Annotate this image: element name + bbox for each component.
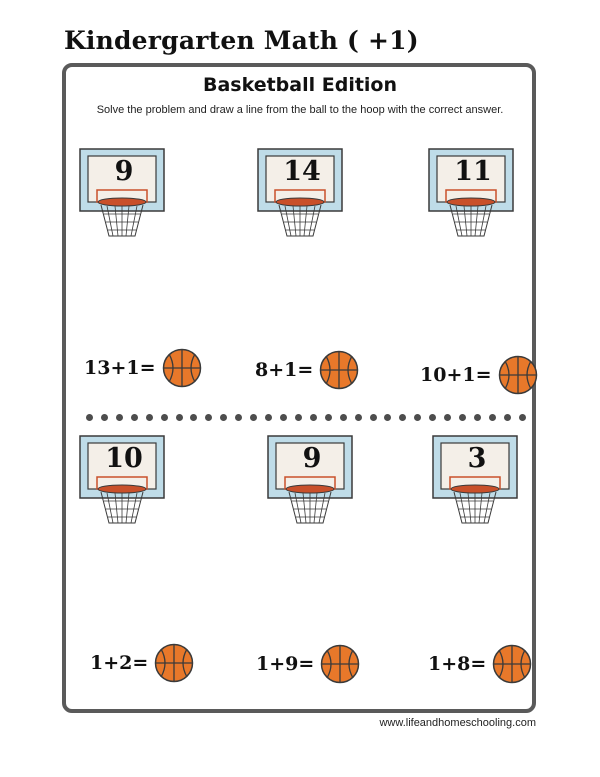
- problem-item[interactable]: 8+1=: [255, 350, 359, 390]
- hoop-graphic: [432, 435, 518, 524]
- basketball-icon[interactable]: [320, 644, 360, 684]
- hoop-graphic: [428, 148, 514, 237]
- problem-equation: 8+1=: [255, 359, 314, 381]
- basketball-icon[interactable]: [319, 350, 359, 390]
- basketball-icon[interactable]: [154, 643, 194, 683]
- problem-equation: 1+2=: [90, 652, 149, 674]
- basketball-icon[interactable]: [162, 348, 202, 388]
- problem-item[interactable]: 1+9=: [256, 644, 360, 684]
- hoop-graphic: [79, 148, 165, 237]
- dotted-divider: [86, 414, 526, 422]
- problem-equation: 10+1=: [420, 364, 492, 386]
- footer-website[interactable]: www.lifeandhomeschooling.com: [379, 717, 536, 729]
- hoop-number: 3: [467, 443, 487, 474]
- worksheet-subtitle: Basketball Edition: [202, 74, 398, 96]
- worksheet-instructions: Solve the problem and draw a line from t…: [96, 104, 504, 116]
- basketball-hoop-icon[interactable]: 3: [432, 435, 522, 530]
- problem-equation: 1+8=: [428, 653, 487, 675]
- hoop-graphic: [79, 435, 165, 524]
- problem-item[interactable]: 1+2=: [90, 643, 194, 683]
- basketball-hoop-icon[interactable]: 14: [257, 148, 347, 243]
- hoop-number: 11: [454, 156, 492, 187]
- hoop-graphic: [257, 148, 343, 237]
- hoop-graphic: [267, 435, 353, 524]
- page-title: Kindergarten Math ( +1): [64, 26, 419, 55]
- problem-item[interactable]: 1+8=: [428, 644, 532, 684]
- basketball-icon[interactable]: [492, 644, 532, 684]
- problem-equation: 13+1=: [84, 357, 156, 379]
- hoop-number: 10: [105, 443, 143, 474]
- worksheet-frame: [62, 63, 536, 713]
- basketball-hoop-icon[interactable]: 11: [428, 148, 518, 243]
- basketball-hoop-icon[interactable]: 10: [79, 435, 169, 530]
- hoop-number: 9: [114, 156, 134, 187]
- problem-item[interactable]: 13+1=: [84, 348, 202, 388]
- basketball-hoop-icon[interactable]: 9: [79, 148, 169, 243]
- hoop-number: 14: [283, 156, 321, 187]
- basketball-icon[interactable]: [498, 355, 538, 395]
- hoop-number: 9: [302, 443, 322, 474]
- problem-item[interactable]: 10+1=: [420, 355, 538, 395]
- problem-equation: 1+9=: [256, 653, 315, 675]
- basketball-hoop-icon[interactable]: 9: [267, 435, 357, 530]
